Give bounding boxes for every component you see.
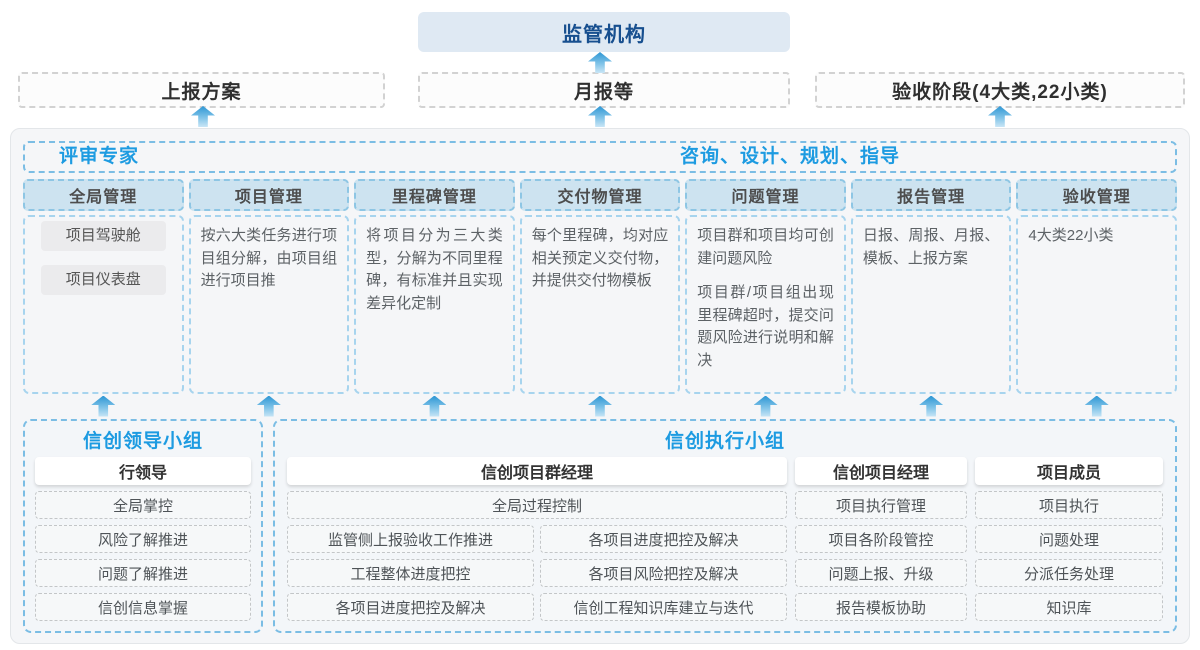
project-member-item: 知识库 [975, 593, 1163, 621]
program-manager-column: 信创项目群经理 全局过程控制 监管侧上报验收工作推进 各项目进度把控及解决 工程… [287, 457, 787, 621]
acceptance-stage-label: 验收阶段(4大类,22小类) [892, 81, 1108, 103]
column-text: 按六大类任务进行项目组分解，由项目组进行项目推 [200, 227, 338, 289]
project-manager-column: 信创项目经理 项目执行管理 项目各阶段管控 问题上报、升级 报告模板协助 [795, 457, 967, 621]
monthly-report-box: 月报等 [418, 72, 790, 108]
program-manager-item: 各项目风险把控及解决 [540, 559, 787, 587]
column-text: 项目群和项目均可创建问题风险 [697, 227, 834, 267]
up-arrow-icon [256, 395, 281, 417]
leader-item: 全局掌控 [35, 491, 251, 519]
project-member-role: 项目成员 [975, 457, 1163, 485]
project-member-column: 项目成员 项目执行 问题处理 分派任务处理 知识库 [975, 457, 1163, 621]
project-manager-item: 问题上报、升级 [795, 559, 967, 587]
column-title: 报告管理 [850, 179, 1012, 211]
project-manager-role: 信创项目经理 [795, 457, 967, 485]
column-project-management: 项目管理 按六大类任务进行项目组分解，由项目组进行项目推 [188, 179, 350, 394]
project-member-item: 项目执行 [975, 491, 1163, 519]
execution-group-title: 信创执行小组 [664, 431, 785, 452]
column-deliverable-management: 交付物管理 每个里程碑，均对应相关预定义交付物，并提供交付物模板 [519, 179, 681, 394]
column-text: 每个里程碑，均对应相关预定义交付物，并提供交付物模板 [531, 227, 669, 289]
program-manager-items: 监管侧上报验收工作推进 各项目进度把控及解决 工程整体进度把控 各项目风险把控及… [287, 525, 787, 621]
project-member-item: 分派任务处理 [975, 559, 1163, 587]
program-manager-item: 各项目进度把控及解决 [540, 525, 787, 553]
up-arrow-icon [587, 395, 612, 417]
regulator-label: 监管机构 [562, 23, 646, 46]
program-manager-item: 全局过程控制 [287, 491, 787, 519]
column-body: 项目群和项目均可创建问题风险 项目群/项目组出现里程碑超时，提交问题风险进行说明… [685, 215, 846, 394]
leadership-group-title: 信创领导小组 [82, 431, 203, 452]
column-body: 每个里程碑，均对应相关预定义交付物，并提供交付物模板 [519, 215, 681, 394]
up-arrow-icon [91, 395, 116, 417]
execution-group: 信创执行小组 信创项目群经理 全局过程控制 监管侧上报验收工作推进 各项目进度把… [273, 419, 1177, 633]
column-body: 项目驾驶舱 项目仪表盘 [23, 215, 184, 394]
column-body: 4大类22小类 [1016, 215, 1177, 394]
platform-container: 评审专家 咨询、设计、规划、指导 全局管理 项目驾驶舱 项目仪表盘 项目管理 按… [10, 128, 1190, 644]
leader-item: 信创信息掌握 [35, 593, 251, 621]
up-arrow-icon [588, 106, 612, 127]
up-arrow-icon [988, 106, 1012, 127]
column-text: 4大类22小类 [1028, 227, 1114, 244]
column-body: 将项目分为三大类型，分解为不同里程碑，有标准并且实现差异化定制 [354, 215, 515, 394]
experts-header: 评审专家 咨询、设计、规划、指导 [23, 141, 1177, 173]
column-body: 日报、周报、月报、模板、上报方案 [850, 215, 1012, 394]
execution-content: 信创项目群经理 全局过程控制 监管侧上报验收工作推进 各项目进度把控及解决 工程… [287, 457, 1163, 621]
monthly-report-label: 月报等 [573, 81, 634, 103]
up-arrow-icon [191, 106, 215, 127]
management-columns: 全局管理 项目驾驶舱 项目仪表盘 项目管理 按六大类任务进行项目组分解，由项目组… [23, 179, 1177, 394]
up-arrow-icon [588, 52, 612, 73]
leadership-group: 信创领导小组 行领导 全局掌控 风险了解推进 问题了解推进 信创信息掌握 [23, 419, 263, 633]
project-dashboard-chip: 项目仪表盘 [41, 265, 166, 295]
project-manager-item: 项目各阶段管控 [795, 525, 967, 553]
column-title: 交付物管理 [519, 179, 681, 211]
up-arrow-icon [919, 395, 944, 417]
column-milestone-management: 里程碑管理 将项目分为三大类型，分解为不同里程碑，有标准并且实现差异化定制 [354, 179, 515, 394]
column-text: 日报、周报、月报、模板、上报方案 [862, 227, 1000, 267]
column-global-management: 全局管理 项目驾驶舱 项目仪表盘 [23, 179, 184, 394]
teams-row: 信创领导小组 行领导 全局掌控 风险了解推进 问题了解推进 信创信息掌握 信创执… [23, 419, 1177, 633]
column-title: 全局管理 [23, 179, 184, 211]
program-manager-item: 监管侧上报验收工作推进 [287, 525, 534, 553]
column-title: 验收管理 [1016, 179, 1177, 211]
program-manager-item: 工程整体进度把控 [287, 559, 534, 587]
acceptance-stage-box: 验收阶段(4大类,22小类) [815, 72, 1185, 108]
bank-leader-role: 行领导 [35, 457, 251, 485]
column-arrows-row [23, 393, 1177, 419]
column-title: 项目管理 [188, 179, 350, 211]
project-cockpit-chip: 项目驾驶舱 [41, 221, 166, 251]
up-arrow-icon [1084, 395, 1109, 417]
program-manager-item: 信创工程知识库建立与迭代 [540, 593, 787, 621]
column-issue-management: 问题管理 项目群和项目均可创建问题风险 项目群/项目组出现里程碑超时，提交问题风… [685, 179, 846, 394]
program-manager-role: 信创项目群经理 [287, 457, 787, 485]
up-arrow-icon [753, 395, 778, 417]
column-report-management: 报告管理 日报、周报、月报、模板、上报方案 [850, 179, 1012, 394]
project-member-item: 问题处理 [975, 525, 1163, 553]
column-title: 里程碑管理 [354, 179, 515, 211]
column-body: 按六大类任务进行项目组分解，由项目组进行项目推 [188, 215, 350, 394]
column-text: 将项目分为三大类型，分解为不同里程碑，有标准并且实现差异化定制 [366, 227, 503, 312]
consulting-label: 咨询、设计、规划、指导 [680, 146, 901, 167]
regulator-box: 监管机构 [418, 12, 790, 52]
leader-item: 问题了解推进 [35, 559, 251, 587]
leadership-stack: 行领导 全局掌控 风险了解推进 问题了解推进 信创信息掌握 [35, 457, 251, 621]
project-manager-item: 报告模板协助 [795, 593, 967, 621]
up-arrow-icon [422, 395, 447, 417]
leader-item: 风险了解推进 [35, 525, 251, 553]
program-manager-item: 各项目进度把控及解决 [287, 593, 534, 621]
report-plan-label: 上报方案 [161, 81, 242, 103]
column-acceptance-management: 验收管理 4大类22小类 [1016, 179, 1177, 394]
report-plan-box: 上报方案 [18, 72, 385, 108]
column-title: 问题管理 [685, 179, 846, 211]
column-text: 项目群/项目组出现里程碑超时，提交问题风险进行说明和解决 [697, 284, 834, 369]
review-experts-label: 评审专家 [59, 146, 140, 167]
project-manager-item: 项目执行管理 [795, 491, 967, 519]
